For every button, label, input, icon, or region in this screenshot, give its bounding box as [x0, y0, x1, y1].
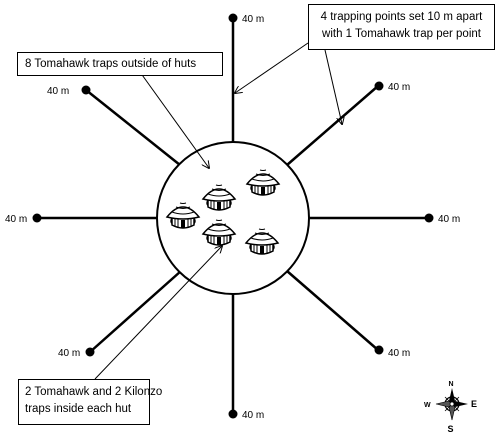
label-40m-northwest: 40 m [47, 86, 69, 97]
endpoint-northeast [374, 81, 384, 91]
label-40m-southwest: 40 m [58, 348, 80, 359]
label-40m-south: 40 m [242, 410, 264, 421]
callout-outside-traps: 8 Tomahawk traps outside of huts [17, 52, 223, 76]
compass-s: S [448, 424, 454, 434]
compass-n: N [449, 381, 454, 388]
arrow-trapping-north [235, 42, 309, 93]
endpoint-north [228, 13, 238, 23]
compass-e: E [471, 399, 477, 409]
callout-outside-text: 8 Tomahawk traps outside of huts [25, 58, 197, 70]
label-40m-north: 40 m [242, 14, 264, 25]
callout-arrows [94, 42, 342, 380]
callout-inside-traps: 2 Tomahawk and 2 Kilonzo traps inside ea… [18, 379, 163, 425]
callout-trapping-points: 4 trapping points set 10 m apart with 1 … [308, 4, 495, 50]
arrow-outside [139, 71, 209, 168]
transect-endpoints [32, 13, 434, 419]
label-40m-east: 40 m [438, 214, 460, 225]
callout-trapping-line1: 4 trapping points set 10 m apart [320, 11, 483, 23]
arrow-trapping-northeast [324, 49, 342, 124]
endpoint-west [32, 213, 42, 223]
callout-inside-line2: traps inside each hut [25, 403, 132, 415]
callout-trapping-line2: with 1 Tomahawk trap per point [322, 28, 481, 40]
label-40m-southeast: 40 m [388, 348, 410, 359]
endpoint-northwest [81, 85, 91, 95]
label-40m-west: 40 m [5, 214, 27, 225]
endpoint-east [424, 213, 434, 223]
transect-lines [36, 16, 430, 414]
endpoint-southwest [85, 347, 95, 357]
transect-southeast [285, 269, 380, 352]
transect-southwest [88, 269, 183, 354]
compass-w: W [424, 402, 431, 409]
compass-rose-icon: N S W E [424, 381, 477, 434]
endpoint-south [228, 409, 238, 419]
transect-northeast [285, 84, 380, 167]
arrow-inside [94, 246, 222, 380]
endpoint-southeast [374, 345, 384, 355]
label-40m-northeast: 40 m [388, 82, 410, 93]
callout-inside-line1: 2 Tomahawk and 2 Kilonzo [25, 386, 163, 398]
transect-northwest [84, 88, 182, 167]
